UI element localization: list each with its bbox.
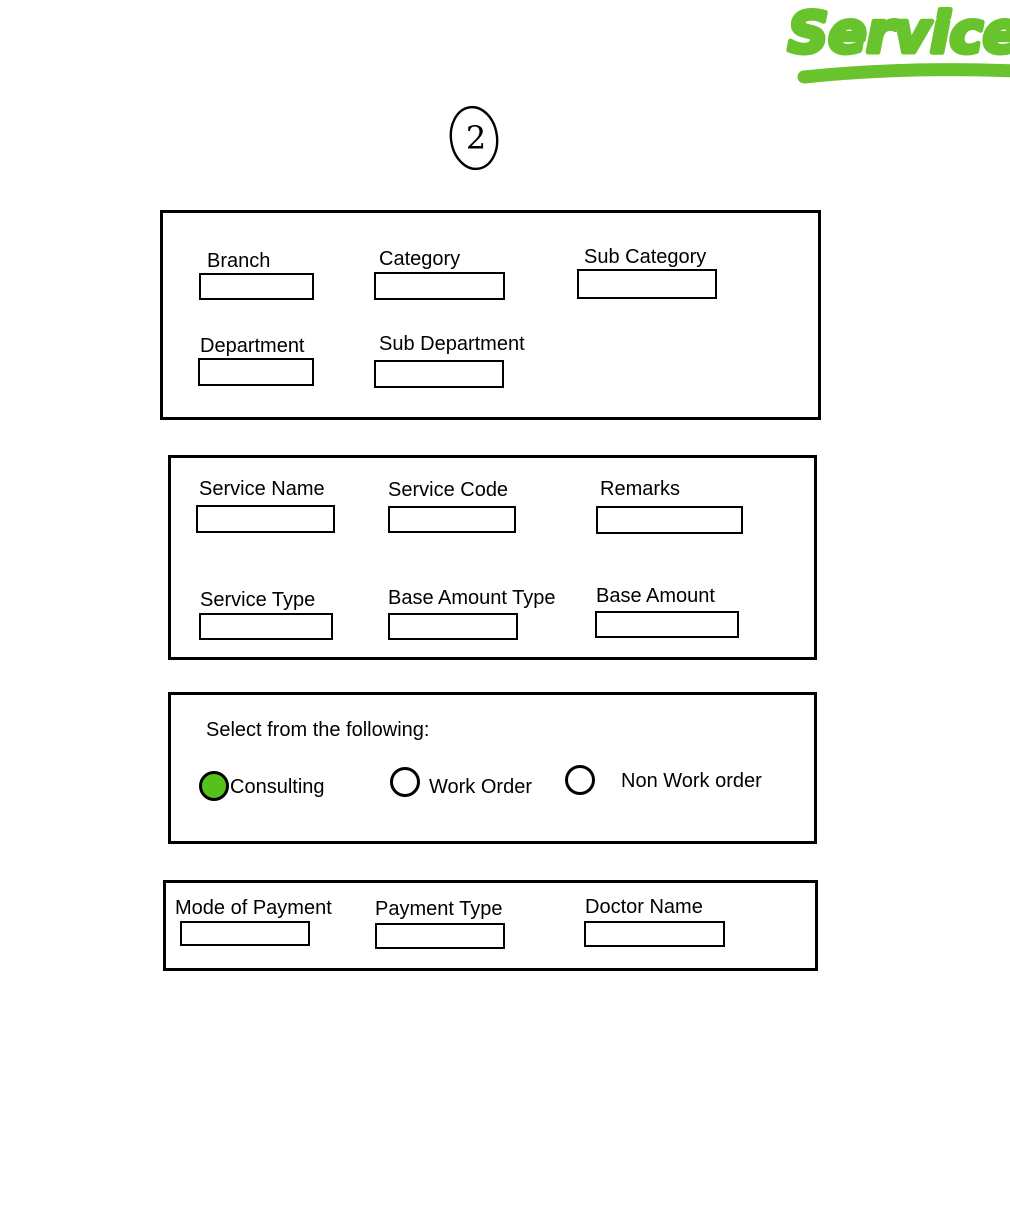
- section-service-kind: Select from the following: Consulting Wo…: [168, 692, 817, 844]
- sub-category-input[interactable]: [577, 269, 717, 299]
- service-code-label: Service Code: [388, 479, 509, 501]
- mode-of-payment-input[interactable]: [180, 921, 310, 946]
- doctor-name-input[interactable]: [584, 921, 725, 947]
- payment-type-input[interactable]: [375, 923, 505, 949]
- service-name-input[interactable]: [196, 505, 335, 533]
- base-amount-type-label: Base Amount Type: [388, 587, 556, 609]
- sub-department-label: Sub Department: [379, 333, 525, 355]
- section-classification: Branch Category Sub Category Department …: [160, 210, 821, 420]
- department-label: Department: [200, 335, 305, 357]
- department-input[interactable]: [198, 358, 314, 386]
- service-code-input[interactable]: [388, 506, 516, 533]
- base-amount-type-input[interactable]: [388, 613, 518, 640]
- section-service-details: Service Name Service Code Remarks Servic…: [168, 455, 817, 660]
- service-name-label: Service Name: [199, 478, 325, 500]
- circle-annotation: [449, 105, 499, 171]
- doctor-name-label: Doctor Name: [585, 896, 703, 918]
- heading-text: Service: [788, 1, 1010, 66]
- service-type-input[interactable]: [199, 613, 333, 640]
- mode-of-payment-label: Mode of Payment: [175, 897, 332, 919]
- branch-input[interactable]: [199, 273, 314, 300]
- handwritten-heading: Service: [786, 0, 1010, 84]
- service-type-label: Service Type: [200, 589, 316, 611]
- work-order-label: Work Order: [429, 776, 532, 798]
- non-work-order-label: Non Work order: [621, 770, 762, 792]
- consulting-label: Consulting: [230, 776, 325, 798]
- sub-category-label: Sub Category: [584, 246, 707, 268]
- payment-type-label: Payment Type: [375, 898, 503, 920]
- select-prompt: Select from the following:: [206, 719, 430, 741]
- sub-department-input[interactable]: [374, 360, 504, 388]
- branch-label: Branch: [207, 250, 271, 272]
- page-number-circle: 2: [449, 105, 499, 171]
- category-label: Category: [379, 248, 461, 270]
- non-work-order-radio[interactable]: [565, 765, 595, 795]
- section-payment: Mode of Payment Payment Type Doctor Name: [163, 880, 818, 971]
- work-order-radio[interactable]: [390, 767, 420, 797]
- base-amount-label: Base Amount: [596, 585, 715, 607]
- category-input[interactable]: [374, 272, 505, 300]
- base-amount-input[interactable]: [595, 611, 739, 638]
- remarks-label: Remarks: [600, 478, 681, 500]
- consulting-radio[interactable]: [199, 771, 229, 801]
- remarks-input[interactable]: [596, 506, 743, 534]
- page-number: 2: [466, 119, 486, 157]
- heading-underline: [797, 63, 1010, 84]
